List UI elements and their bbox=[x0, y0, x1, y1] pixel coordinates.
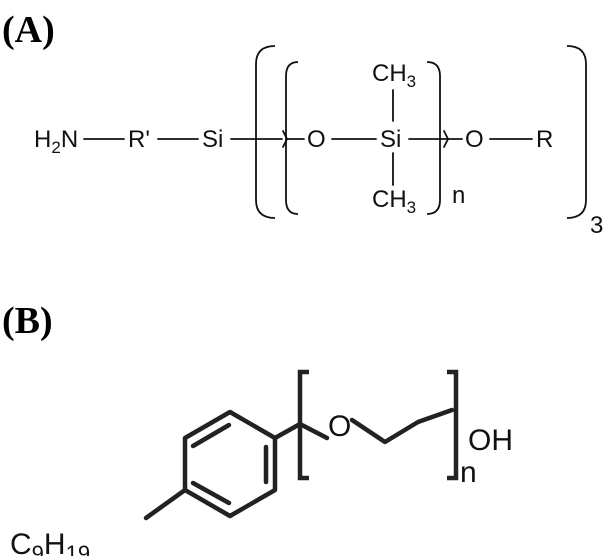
silicon-center: Si bbox=[202, 126, 223, 153]
ring-double-bond-3 bbox=[190, 480, 232, 506]
outer-bracket-right bbox=[566, 45, 587, 219]
oxygen-1: O bbox=[307, 126, 326, 153]
panel-label-b: (B) bbox=[2, 300, 53, 342]
ring-double-bond-1 bbox=[190, 422, 232, 449]
ether-oxygen: O bbox=[328, 410, 351, 443]
panel-label-a: (A) bbox=[2, 9, 55, 51]
oxygen-2: O bbox=[465, 126, 484, 153]
methyl-top: CH3 bbox=[372, 60, 416, 91]
silicon-chain: Si bbox=[380, 126, 401, 153]
outer-repeat-3: 3 bbox=[590, 212, 603, 239]
outer-bracket-left bbox=[255, 45, 276, 219]
amine-group: H2N bbox=[34, 126, 78, 157]
inner-bracket-left bbox=[285, 61, 299, 215]
bracket-b-left bbox=[297, 369, 309, 481]
hydroxyl-group: OH bbox=[468, 424, 513, 457]
inner-repeat-n: n bbox=[452, 182, 465, 209]
bond-ring-alkyl bbox=[143, 487, 188, 521]
inner-bracket-right bbox=[426, 61, 441, 215]
r-prime-group: R' bbox=[128, 126, 150, 153]
ethylene-chain bbox=[349, 407, 455, 445]
repeat-n: n bbox=[460, 456, 477, 489]
r-end-group: R bbox=[536, 126, 553, 153]
benzene-ring bbox=[182, 409, 278, 519]
methyl-bottom: CH3 bbox=[372, 186, 416, 217]
bracket-b-right bbox=[447, 369, 459, 481]
alkyl-group: C9H19 bbox=[10, 528, 90, 556]
